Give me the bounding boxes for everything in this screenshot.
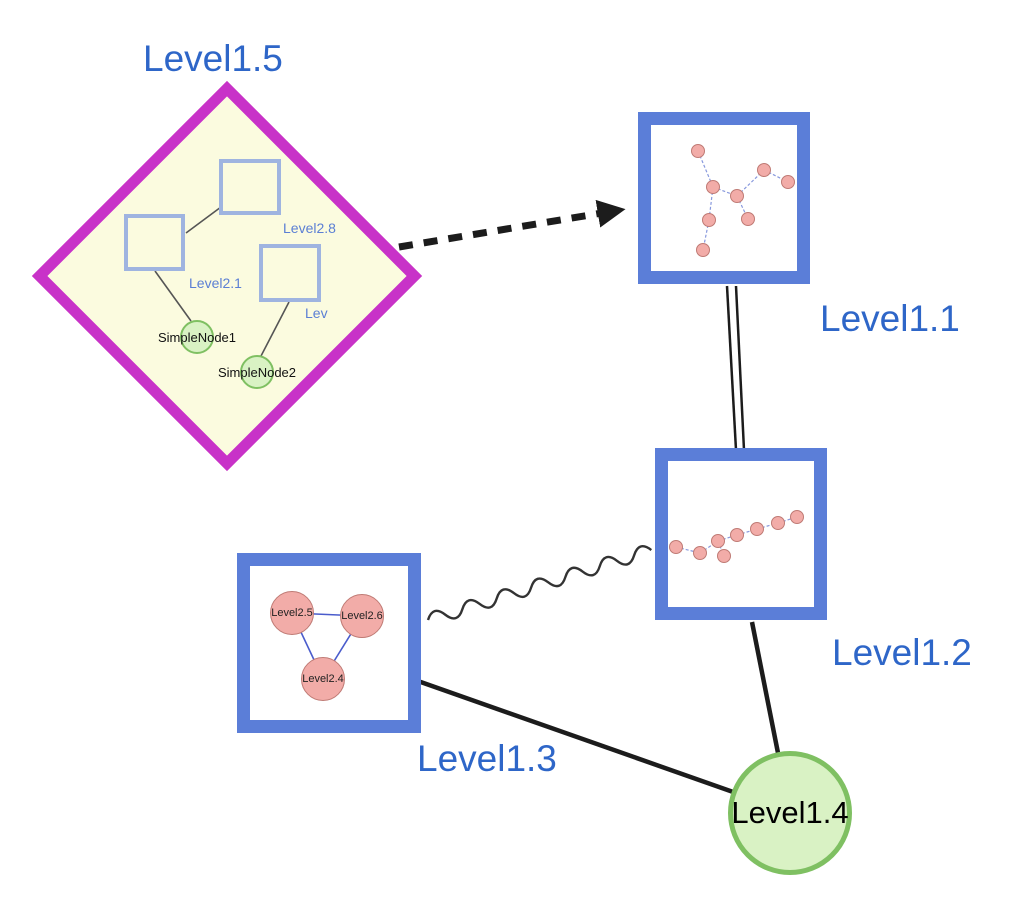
mini-node[interactable] [790, 510, 804, 524]
inner-square-label-level28: Level2.8 [283, 220, 336, 236]
edge-level11-level12-line1[interactable] [725, 285, 738, 451]
edge-level13-level12[interactable] [426, 544, 653, 626]
edge-level13-level14[interactable] [414, 677, 737, 796]
mini-node[interactable] [696, 243, 710, 257]
node-level14[interactable]: Level1.4 [728, 751, 852, 875]
mini-edge[interactable] [756, 522, 779, 530]
edge-level11-level12[interactable] [725, 285, 746, 451]
edge-level11-level12-line2[interactable] [734, 285, 746, 451]
node-label-level26: Level2.6 [341, 610, 383, 622]
mini-node[interactable] [771, 516, 785, 530]
mini-node[interactable] [702, 213, 716, 227]
group-label-level15: Level1.5 [143, 38, 283, 79]
mini-node[interactable] [730, 189, 744, 203]
mini-edges-level11 [697, 150, 789, 251]
mini-node[interactable] [693, 546, 707, 560]
inner-square-label-level21: Level2.1 [189, 275, 242, 291]
mini-graph-level12 [669, 510, 804, 563]
node-label-level14: Level1.4 [731, 795, 849, 830]
edge-level12-level14[interactable] [749, 621, 781, 754]
node-level26[interactable]: Level2.6 [340, 594, 384, 638]
mini-nodes-level12 [669, 510, 804, 563]
node-label-simplenode1: SimpleNode1 [157, 330, 237, 345]
mini-node[interactable] [750, 522, 764, 536]
edge-level2x-simplenode2[interactable] [260, 301, 290, 357]
inner-square-level21[interactable] [124, 214, 185, 271]
group-node-level13[interactable]: Level2.5 Level2.6 Level2.4 [237, 553, 421, 733]
node-level24[interactable]: Level2.4 [301, 657, 345, 701]
mini-node[interactable] [711, 534, 725, 548]
group-label-level12: Level1.2 [832, 632, 972, 673]
inner-square-level2x[interactable] [259, 244, 321, 302]
edge-level15-level11[interactable] [398, 199, 626, 251]
mini-node[interactable] [706, 180, 720, 194]
edge-level21-simplenode1[interactable] [154, 270, 192, 322]
inner-square-label-level2x: Lev [305, 305, 328, 321]
node-simplenode1[interactable] [180, 320, 214, 354]
node-label-level24: Level2.4 [302, 673, 344, 685]
node-level25[interactable]: Level2.5 [270, 591, 314, 635]
inner-square-level28[interactable] [219, 159, 281, 215]
group-node-level12[interactable] [655, 448, 827, 620]
mini-node[interactable] [691, 144, 705, 158]
group-label-level13: Level1.3 [417, 738, 557, 779]
mini-node[interactable] [730, 528, 744, 542]
mini-node[interactable] [669, 540, 683, 554]
mini-node[interactable] [741, 212, 755, 226]
node-label-level25: Level2.5 [271, 607, 313, 619]
mini-node[interactable] [717, 549, 731, 563]
mini-node[interactable] [781, 175, 795, 189]
mini-node[interactable] [757, 163, 771, 177]
group-node-level11[interactable] [638, 112, 810, 284]
node-simplenode2[interactable] [240, 355, 274, 389]
mini-nodes-level11 [691, 144, 795, 257]
edge-level21-level28[interactable] [185, 206, 222, 234]
mini-edge[interactable] [699, 540, 719, 554]
mini-graph-level11 [691, 144, 795, 257]
wavy-edge-path[interactable] [426, 544, 653, 626]
node-label-simplenode2: SimpleNode2 [217, 365, 297, 380]
group-label-level11: Level1.1 [820, 298, 960, 339]
